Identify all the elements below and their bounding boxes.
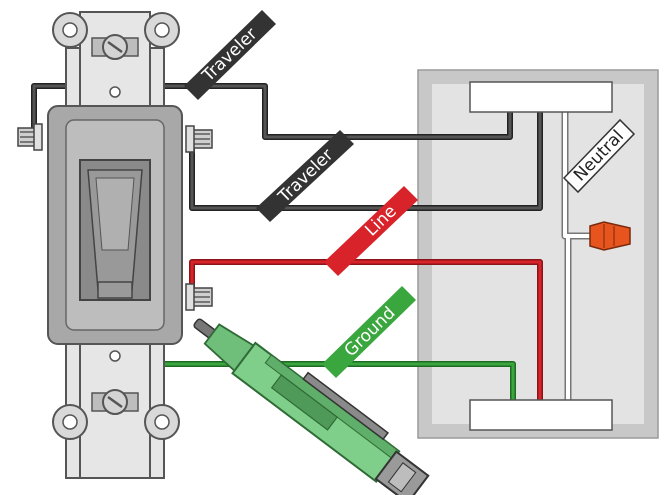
toggle-lever <box>79 159 151 301</box>
three-way-switch <box>17 11 213 479</box>
mounting-screw-bottom-icon <box>91 389 139 415</box>
wire-nut <box>589 221 631 251</box>
mounting-ear-top-right <box>144 12 180 48</box>
top-terminal-bar <box>469 81 613 113</box>
terminal-screw-right-bottom-icon <box>185 283 213 311</box>
bottom-terminal-bar <box>469 399 613 431</box>
terminal-screw-left-top-icon <box>17 123 43 151</box>
voltage-tester <box>193 318 430 495</box>
mounting-ear-bottom-right <box>144 404 180 440</box>
label-traveler-top-text: Traveler <box>198 24 262 86</box>
mounting-ear-bottom-left <box>52 404 88 440</box>
terminal-screw-right-top-icon <box>185 125 213 153</box>
mounting-ear-top-left <box>52 12 88 48</box>
mounting-screw-top-icon <box>91 34 139 60</box>
label-ground-text: Ground <box>341 303 400 361</box>
neutral-wire <box>561 112 595 400</box>
label-traveler-mid-text: Traveler <box>274 145 338 207</box>
